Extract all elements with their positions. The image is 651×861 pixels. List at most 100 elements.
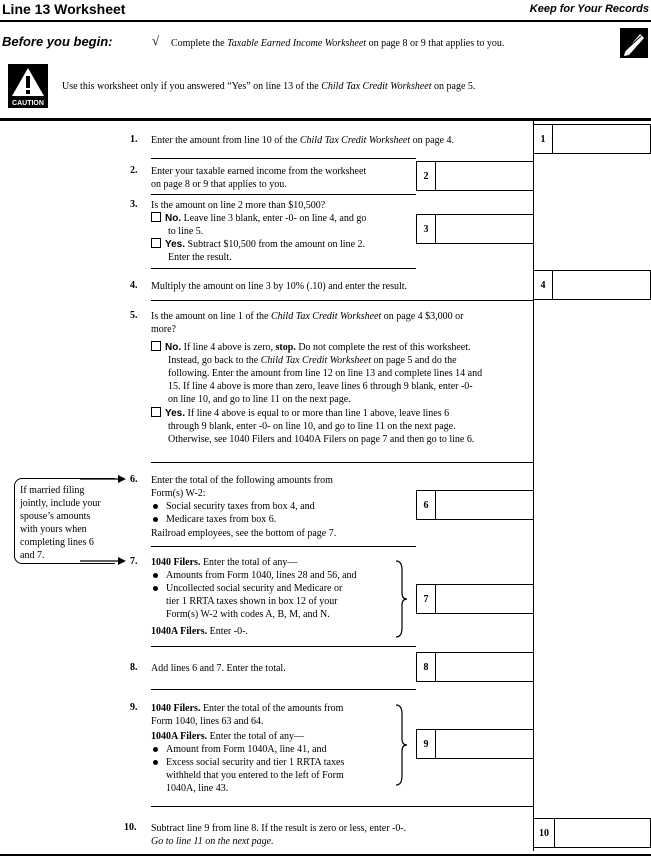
line-9-text-1: Enter the total of the amounts from <box>200 703 344 714</box>
line-1-rule <box>151 158 416 159</box>
line-5-no-2a: Instead, go back to the <box>168 355 261 366</box>
caution-text-a: Use this worksheet only if you answered … <box>62 81 322 92</box>
line-3-yes-checkbox[interactable] <box>151 238 161 248</box>
line-2-amount-field[interactable]: 2 <box>416 161 534 191</box>
line-5-yes-label: Yes. <box>165 408 186 419</box>
line-10-amount-field[interactable]: 10 <box>533 818 651 848</box>
line-5-no-text-3: following. Enter the amount from line 12… <box>168 368 483 379</box>
line-5-no-text-4: 15. If line 4 above is more than zero, l… <box>168 381 473 392</box>
side-note-line: completing lines 6 <box>20 537 94 548</box>
line-4-amount-field[interactable]: 4 <box>533 270 651 300</box>
line-4-rule <box>151 300 533 301</box>
line-8-number: 8. <box>130 662 138 673</box>
line-1-text: Enter the amount from line 10 of the Chi… <box>151 134 454 147</box>
keep-records-note: Keep for Your Records <box>529 3 649 15</box>
brace-icon <box>395 560 408 638</box>
bullet-icon <box>153 586 158 591</box>
line-3-number: 3. <box>130 199 138 210</box>
side-note: If married filing jointly, include your … <box>20 484 101 562</box>
bullet-icon <box>153 747 158 752</box>
line-1-text-b: Child Tax Credit Worksheet <box>299 135 411 146</box>
line-6-amount-field[interactable]: 6 <box>416 490 534 520</box>
line-8-amount-field[interactable]: 8 <box>416 652 534 682</box>
line-5-no-2c: on page 5 and do the <box>371 355 457 366</box>
caution-icon: CAUTION <box>8 64 48 108</box>
line-3-no-label: No. <box>165 213 182 224</box>
line-9-1040a-label: 1040A Filers. <box>151 731 208 742</box>
line-9-1040a: 1040A Filers. Enter the total of any— <box>151 730 304 743</box>
line-3-yes-text: Subtract $10,500 from the amount on line… <box>185 239 366 250</box>
line-5-no-checkbox[interactable] <box>151 341 161 351</box>
line-9-text-2: Form 1040, lines 63 and 64. <box>151 716 264 727</box>
line-2-number: 2. <box>130 165 138 176</box>
line-5-yes-text: If line 4 above is equal to or more than… <box>185 408 450 419</box>
line-7-amount-field[interactable]: 7 <box>416 584 534 614</box>
line-7-1040a: 1040A Filers. Enter -0-. <box>151 625 248 638</box>
section-rule <box>0 118 651 121</box>
line-1-number: 1. <box>130 134 138 145</box>
line-5-yes-option[interactable]: Yes. If line 4 above is equal to or more… <box>151 407 449 420</box>
line-5-no-text-a: If line 4 above is zero, <box>181 342 276 353</box>
line-7-bullet-2a: Uncollected social security and Medicare… <box>166 583 343 594</box>
line-2-text-2: on page 8 or 9 that applies to you. <box>151 179 287 190</box>
brace-icon <box>395 704 408 786</box>
line-7-text-1: Enter the total of any— <box>200 557 298 568</box>
bullet-icon <box>153 504 158 509</box>
line-3-no-option[interactable]: No. Leave line 3 blank, enter -0- on lin… <box>151 212 366 225</box>
line-7-rule <box>151 646 416 647</box>
line-5-yes-checkbox[interactable] <box>151 407 161 417</box>
line-10-italic: Go to line 11 on the next page. <box>151 836 274 847</box>
line-7-text-2: Enter -0-. <box>207 626 248 637</box>
before-text-b: Taxable Earned Income Worksheet <box>227 38 367 49</box>
line-1-text-a: Enter the amount from line 10 of the <box>151 135 300 146</box>
caution-text: Use this worksheet only if you answered … <box>62 80 475 93</box>
bullet-icon <box>153 760 158 765</box>
line-8-text: Add lines 6 and 7. Enter the total. <box>151 663 286 674</box>
line-3-yes-option[interactable]: Yes. Subtract $10,500 from the amount on… <box>151 238 365 251</box>
line-1-amount-field[interactable]: 1 <box>533 124 651 154</box>
bullet-icon <box>153 517 158 522</box>
line-5-no-option[interactable]: No. If line 4 above is zero, stop. Do no… <box>151 341 471 354</box>
side-note-line: with yours when <box>20 524 87 535</box>
line-10-box-label: 10 <box>534 819 555 847</box>
line-5-text-1: Is the amount on line 1 of the Child Tax… <box>151 310 464 323</box>
line-5-no-label: No. <box>165 342 182 353</box>
before-text-a: Complete the <box>171 38 228 49</box>
side-note-line: spouse’s amounts <box>20 511 91 522</box>
bullet-icon <box>153 573 158 578</box>
line-2-rule <box>151 194 416 195</box>
line-3-box-label: 3 <box>417 215 436 243</box>
line-3-yes-text-2: Enter the result. <box>168 252 232 263</box>
line-7-bullet-2b: tier 1 RRTA taxes shown in box 12 of you… <box>166 596 338 607</box>
line-3-no-checkbox[interactable] <box>151 212 161 222</box>
line-5-no-text-c: Do not complete the rest of this workshe… <box>295 342 471 353</box>
line-9-bullet-1: Amount from Form 1040A, line 41, and <box>166 744 327 755</box>
line-2-box-label: 2 <box>417 162 436 190</box>
line-3-no-text-2: to line 5. <box>168 226 204 237</box>
line-2-text-1: Enter your taxable earned income from th… <box>151 166 367 177</box>
line-10-text-1: Subtract line 9 from line 8. If the resu… <box>151 823 407 834</box>
line-6-bullet-2: Medicare taxes from box 6. <box>166 514 277 525</box>
line-9-amount-field[interactable]: 9 <box>416 729 534 759</box>
caution-text-b: Child Tax Credit Worksheet <box>321 81 432 92</box>
line-6-rule <box>151 546 416 547</box>
line-9-text-3: Enter the total of any— <box>207 731 305 742</box>
worksheet-title: Line 13 Worksheet <box>2 1 126 17</box>
line-6-text-2: Form(s) W-2: <box>151 488 206 499</box>
line-9-box-label: 9 <box>417 730 436 758</box>
line-1-text-c: on page 4. <box>410 135 455 146</box>
line-5-text-1a: Is the amount on line 1 of the <box>151 311 271 322</box>
line-5-text-2: more? <box>151 324 176 335</box>
pencil-icon <box>620 28 648 58</box>
before-you-begin-text: Complete the Taxable Earned Income Works… <box>171 37 504 50</box>
side-note-line: and 7. <box>20 550 45 561</box>
caution-label: CAUTION <box>12 100 44 107</box>
line-6-box-label: 6 <box>417 491 436 519</box>
line-9-bullet-2a: Excess social security and tier 1 RRTA t… <box>166 757 345 768</box>
line-6-text-3: Railroad employees, see the bottom of pa… <box>151 528 337 539</box>
side-note-line: jointly, include your <box>20 498 101 509</box>
line-3-amount-field[interactable]: 3 <box>416 214 534 244</box>
line-5-text-1b: Child Tax Credit Worksheet <box>270 311 382 322</box>
line-6-number: 6. <box>130 474 138 485</box>
line-7-heading: 1040 Filers. Enter the total of any— <box>151 556 297 569</box>
